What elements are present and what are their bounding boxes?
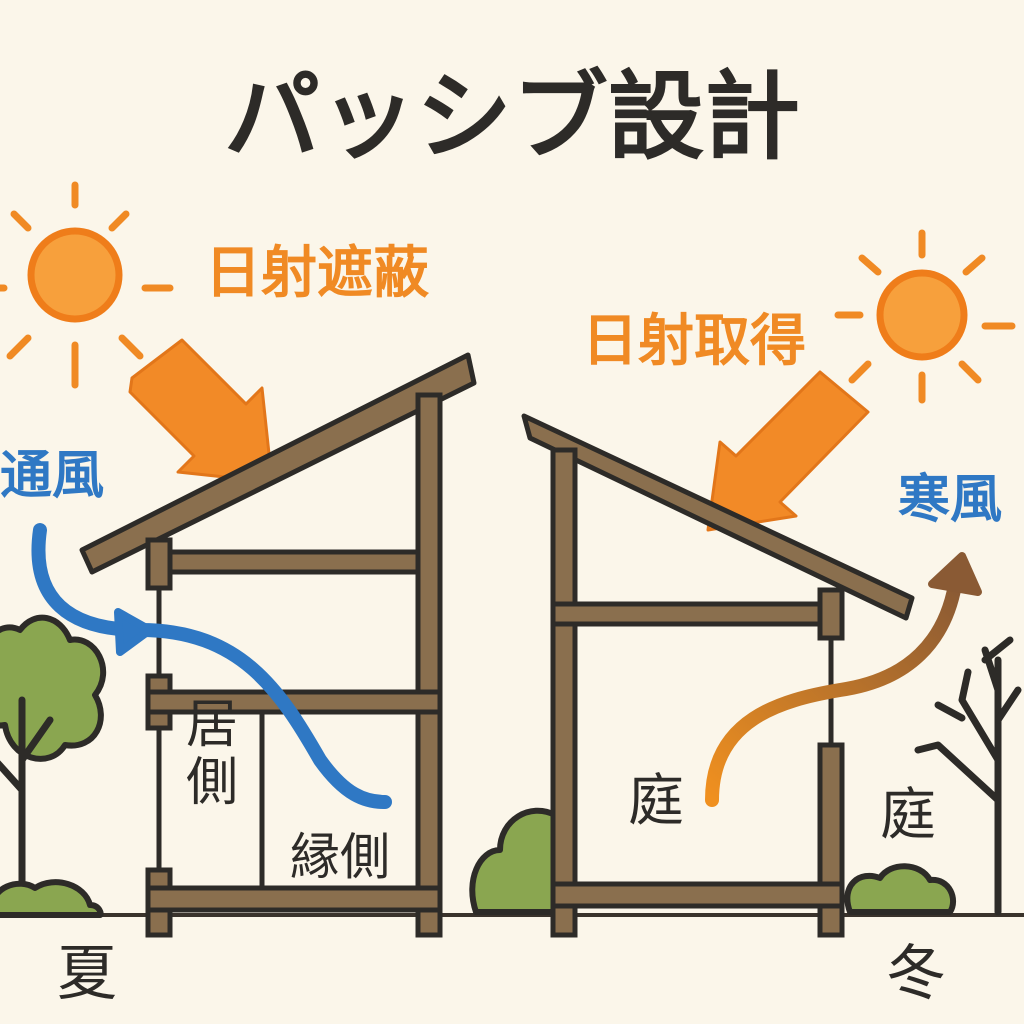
season-winter-label: 冬 — [886, 939, 946, 1009]
summer-sun-icon — [0, 181, 174, 389]
bush-icon — [469, 807, 957, 915]
winter-sun-icon — [834, 229, 1016, 404]
room-label-2: 縁側 — [290, 828, 390, 886]
ventilation-label: 通風 — [0, 446, 104, 506]
solar-shading-label: 日射遮蔽 — [205, 241, 430, 306]
winter-house — [521, 413, 915, 938]
page-title: パッシブ設計 — [224, 61, 800, 173]
cold-wind-arrow-icon — [705, 552, 982, 807]
room-label-1: 居側 — [186, 695, 238, 813]
solar-gain-label: 日射取得 — [582, 309, 806, 374]
summer-tree-icon — [0, 614, 107, 918]
garden-outside-label: 庭 — [880, 783, 936, 848]
winter-sunlight-arrow-icon — [706, 370, 870, 532]
summer-sunlight-arrow-icon — [128, 338, 274, 484]
summer-house — [79, 352, 477, 938]
garden-inside-label: 庭 — [628, 769, 684, 834]
ventilation-arrow-icon — [31, 523, 392, 809]
winter-tree-icon — [914, 636, 1022, 916]
season-summer-label: 夏 — [57, 939, 117, 1009]
cold-wind-label: 寒風 — [898, 470, 1002, 530]
